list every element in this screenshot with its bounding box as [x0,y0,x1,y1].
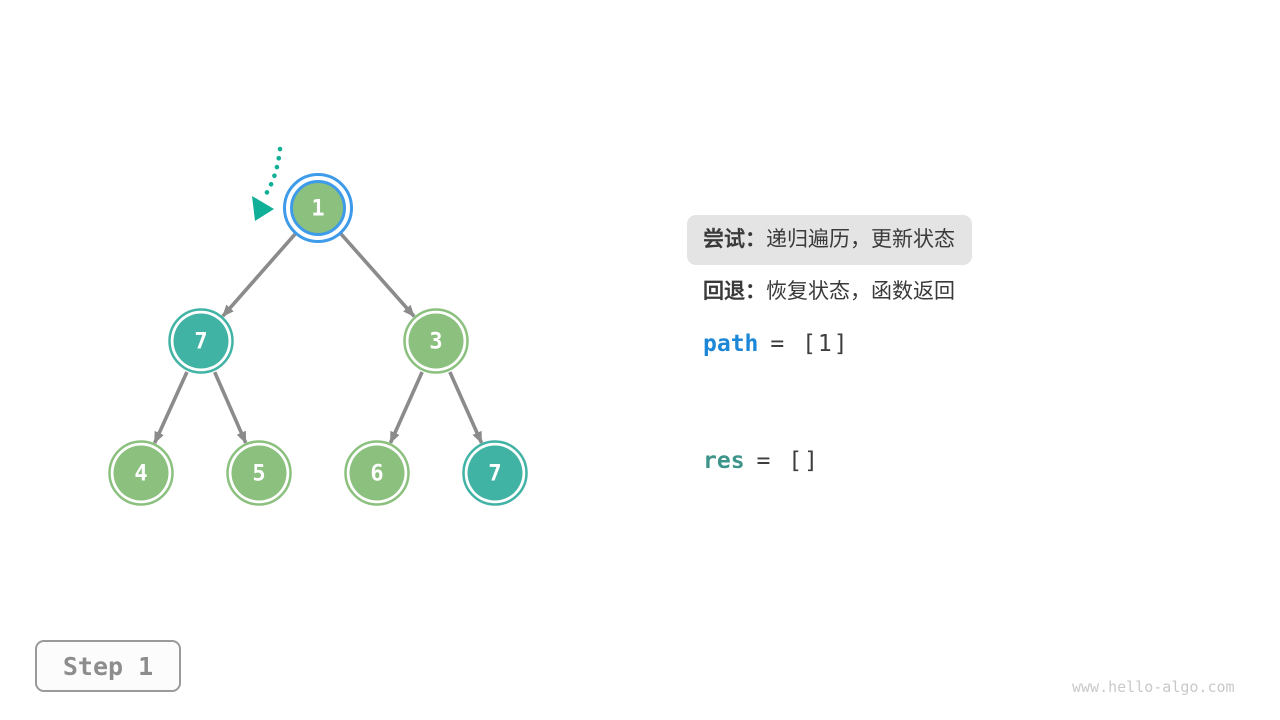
tree-node: 4 [108,440,174,506]
watermark: www.hello-algo.com [1072,678,1235,696]
step-badge-label: Step 1 [62,651,154,681]
tree-edge [213,371,248,444]
tree-node: 6 [344,440,410,506]
tree-node: 1 [283,173,353,243]
path-variable-value: = [1] [770,331,850,357]
try-step-line: 尝试：递归遍历，更新状态 [687,215,972,265]
tree-edge [153,371,189,444]
tree-edge [448,371,484,444]
res-variable-value: = [] [756,448,820,474]
node-value: 3 [429,330,442,355]
backtrack-text: 恢复状态，函数返回 [766,280,955,303]
node-value: 1 [311,197,324,222]
node-circle [467,445,523,501]
node-circle [349,445,405,501]
try-text: 递归遍历，更新状态 [766,228,955,251]
res-variable-name: res [703,448,745,474]
tree-node: 7 [168,308,234,374]
tree-edge [388,371,424,444]
binary-tree-diagram: 1 7 3 4 5 6 7 [108,146,528,506]
tree-node: 3 [403,308,469,374]
backtrack-label: 回退： [703,280,766,303]
current-node-pointer-icon [252,146,283,221]
path-variable-name: path [703,331,759,357]
node-circle [408,313,464,369]
tree-edge [339,232,416,318]
node-circle [231,445,287,501]
node-circle-highlighted [290,180,346,236]
node-circle [173,313,229,369]
node-value: 7 [194,330,207,355]
node-circle [113,445,169,501]
tree-edge [221,232,297,318]
node-value: 5 [252,462,265,487]
tree-node: 7 [462,440,528,506]
node-value: 4 [134,462,147,487]
step-badge: Step 1 [35,640,181,692]
node-value: 7 [488,462,501,487]
tree-node: 5 [226,440,292,506]
node-value: 6 [370,462,383,487]
backtrack-step-line: 回退：恢复状态，函数返回 [703,267,955,317]
path-variable-line: path = [1] [703,320,850,368]
try-label: 尝试： [703,228,766,251]
res-variable-line: res = [] [703,437,820,485]
